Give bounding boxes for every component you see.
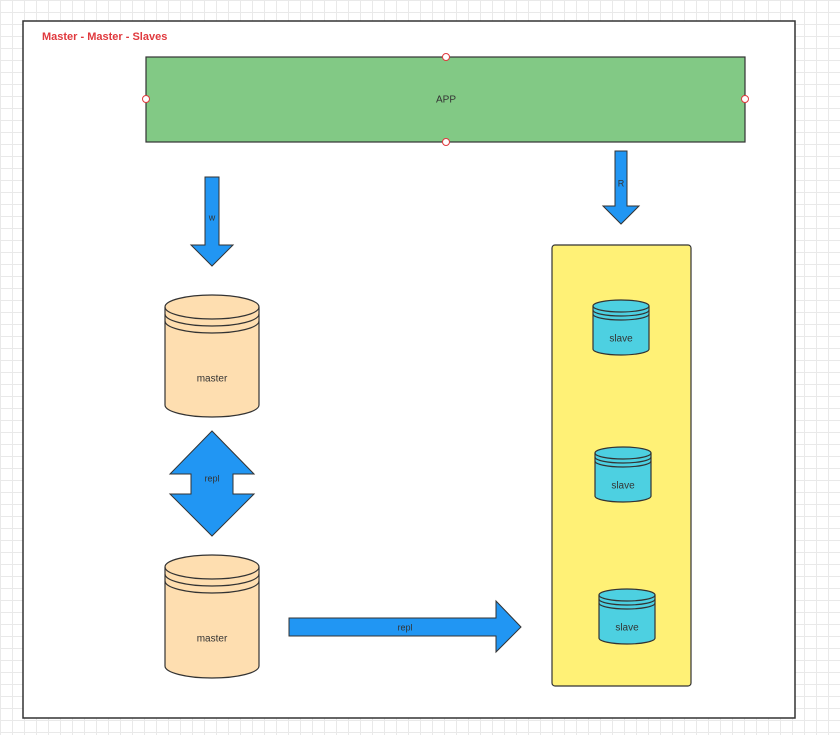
slave-db-3[interactable]: slave <box>598 588 656 645</box>
app-connection-handle-left[interactable] <box>142 95 150 103</box>
app-box[interactable] <box>145 56 746 143</box>
master-db-2-body[interactable] <box>164 554 260 679</box>
app-label: APP <box>436 95 456 106</box>
master-db-1-ring <box>164 313 260 327</box>
slave-db-1-body[interactable] <box>592 299 650 356</box>
master-db-1-ring <box>164 306 260 320</box>
slave-db-2[interactable]: slave <box>594 446 652 503</box>
slave-db-3-ring <box>598 598 656 606</box>
slave-db-2-ring <box>594 456 652 464</box>
master-db-1-label: master <box>197 374 228 385</box>
slave-db-2-label: slave <box>611 481 635 492</box>
slave-db-2-body[interactable] <box>594 446 652 503</box>
app-connection-handle-right[interactable] <box>741 95 749 103</box>
slave-db-2-ring <box>594 460 652 468</box>
read-arrow[interactable]: R <box>601 150 641 225</box>
master-slave-repl-arrow-shape[interactable] <box>288 599 522 654</box>
slave-db-1-ring <box>592 309 650 317</box>
slave-db-1[interactable]: slave <box>592 299 650 356</box>
app-connection-handle-top[interactable] <box>442 53 450 61</box>
slave-db-1-label: slave <box>609 334 633 345</box>
master-db-2-ring <box>164 566 260 580</box>
slave-db-1-ring <box>592 305 650 313</box>
master-slave-repl-label: repl <box>397 622 412 632</box>
master-slave-repl-arrow[interactable]: repl <box>288 599 522 654</box>
write-arrow-shape[interactable] <box>189 176 235 267</box>
app-node[interactable]: APP <box>142 53 749 146</box>
slave-db-2-ring <box>594 452 652 460</box>
master-db-1-ring <box>164 320 260 334</box>
read-arrow-label: R <box>618 178 625 188</box>
read-arrow-shape[interactable] <box>601 150 641 225</box>
app-connection-handle-bottom[interactable] <box>442 138 450 146</box>
master-db-2-ring <box>164 580 260 594</box>
slave-db-3-label: slave <box>615 623 639 634</box>
master-db-1-body[interactable] <box>164 294 260 418</box>
slave-db-3-body[interactable] <box>598 588 656 645</box>
master-db-2[interactable]: master <box>164 554 260 679</box>
diagram-title: Master - Master - Slaves <box>42 31 167 43</box>
master-db-1[interactable]: master <box>164 294 260 418</box>
master-db-2-ring <box>164 573 260 587</box>
master-master-repl-label: repl <box>204 473 219 483</box>
write-arrow-label: w <box>208 212 216 222</box>
slave-db-3-ring <box>598 602 656 610</box>
write-arrow[interactable]: w <box>189 176 235 267</box>
master-db-2-label: master <box>197 634 228 645</box>
slave-db-3-ring <box>598 594 656 602</box>
master-master-repl-arrow-shape[interactable] <box>168 430 256 537</box>
master-master-repl-arrow[interactable]: repl <box>168 430 256 537</box>
slave-db-1-ring <box>592 313 650 321</box>
